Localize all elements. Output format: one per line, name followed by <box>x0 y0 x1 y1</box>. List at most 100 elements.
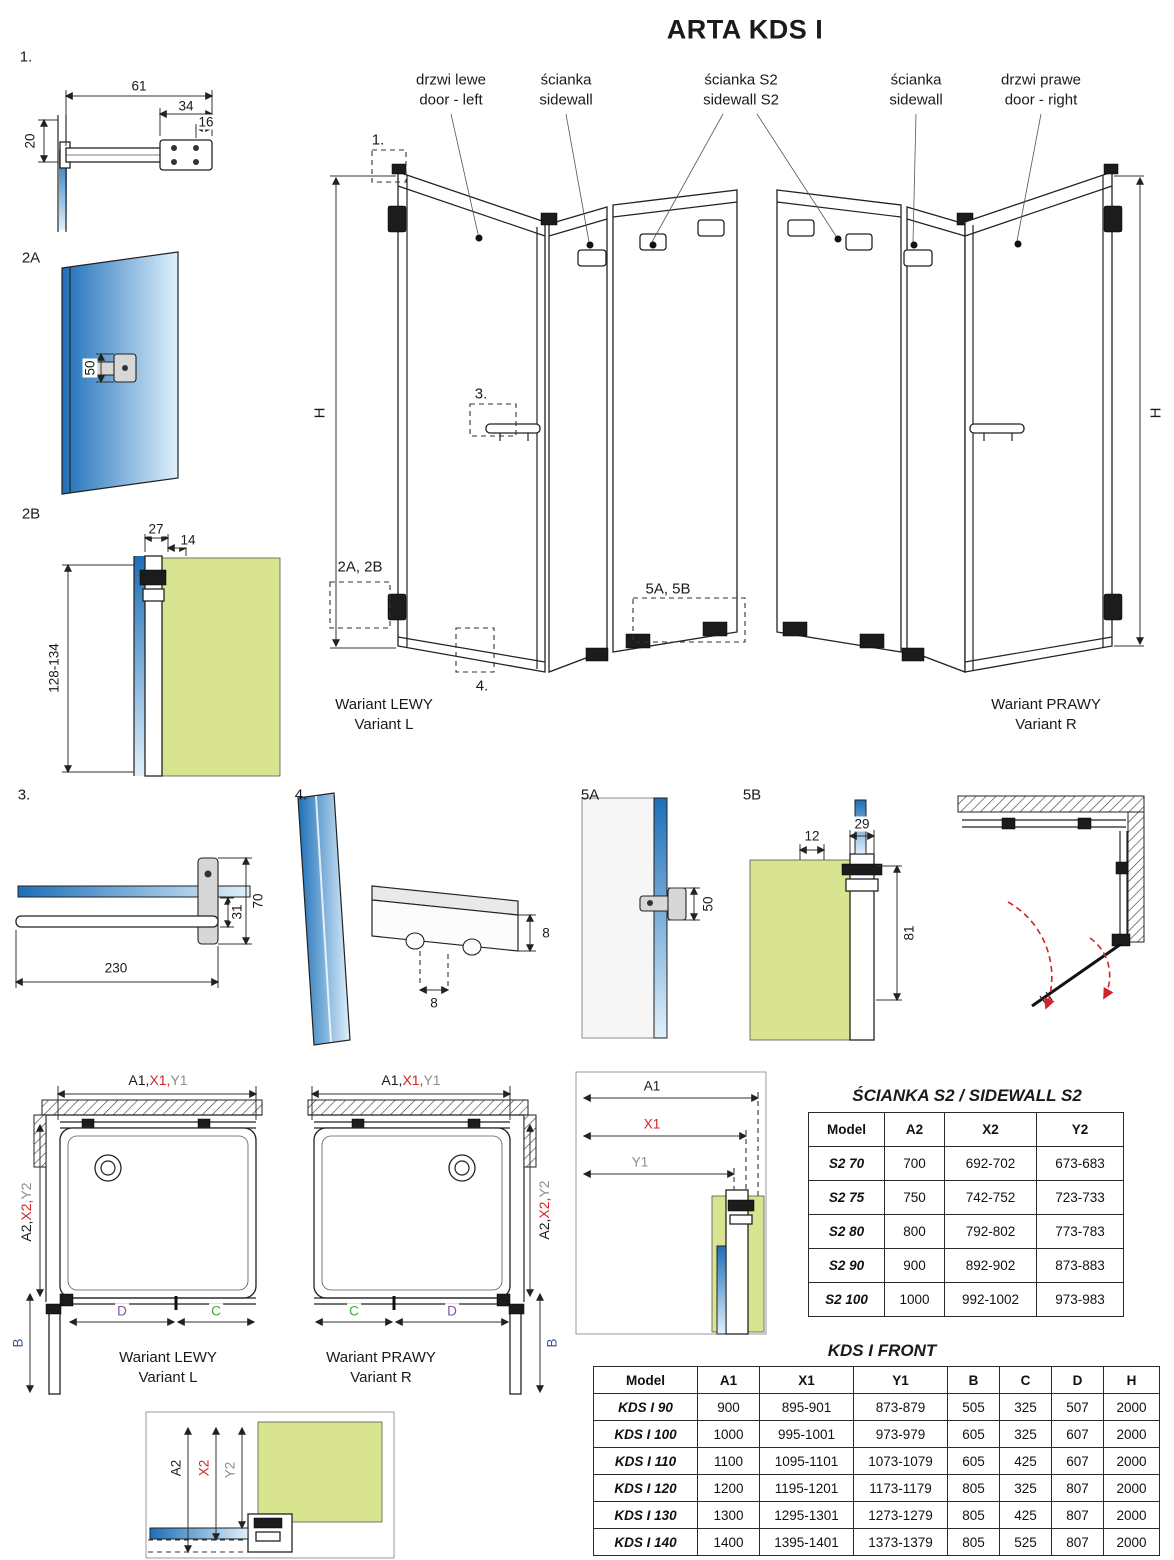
dim-50: 50 <box>82 358 98 378</box>
value-cell: 2000 <box>1103 1447 1160 1475</box>
value-cell: 873-883 <box>1036 1248 1124 1283</box>
value-cell: 873-879 <box>853 1393 948 1421</box>
value-cell: 1095-1101 <box>759 1447 854 1475</box>
value-cell: 1000 <box>884 1282 945 1317</box>
detail-4-label: 4. <box>294 786 308 804</box>
wall <box>161 557 281 777</box>
dim-8-h: 8 <box>428 995 440 1011</box>
col-header-b: B <box>947 1366 1000 1394</box>
value-cell: 1273-1279 <box>853 1501 948 1529</box>
label-y2: Y2 <box>222 1459 238 1481</box>
dim-16: 16 <box>196 114 216 130</box>
value-cell: 700 <box>884 1146 945 1181</box>
pivot-bracket <box>1111 933 1131 947</box>
dim-29: 29 <box>852 816 872 832</box>
dim-230: 230 <box>102 960 130 976</box>
value-cell: 805 <box>947 1528 1000 1556</box>
corner-bracket <box>540 212 558 226</box>
wall-bracket <box>1103 163 1119 175</box>
shower-tray <box>59 1127 257 1299</box>
door-handle <box>969 423 1025 434</box>
value-cell: 325 <box>999 1420 1052 1448</box>
tray-inner <box>321 1135 503 1291</box>
glass-panel <box>581 797 667 1039</box>
value-cell: 607 <box>1051 1420 1104 1448</box>
s2-panel <box>612 189 738 653</box>
value-cell: 973-979 <box>853 1420 948 1448</box>
hinge <box>387 205 407 233</box>
hinge <box>45 1303 62 1315</box>
value-cell: 1100 <box>697 1447 760 1475</box>
detail-5a-label: 5A <box>580 786 600 804</box>
dim-50-5a: 50 <box>700 894 716 914</box>
clamp <box>702 621 728 637</box>
detail-1-drawing <box>38 90 214 232</box>
value-cell: 1295-1301 <box>759 1501 854 1529</box>
value-cell: 800 <box>884 1214 945 1249</box>
clamp-plate <box>729 1214 753 1225</box>
model-cell: KDS I 130 <box>593 1501 698 1529</box>
clamp <box>787 219 815 237</box>
dim-70: 70 <box>250 891 266 911</box>
value-cell: 900 <box>884 1248 945 1283</box>
value-cell: 2000 <box>1103 1528 1160 1556</box>
value-cell: 2000 <box>1103 1420 1160 1448</box>
open-door <box>48 1309 61 1395</box>
clamp <box>585 647 609 662</box>
col-header-y2: Y2 <box>1036 1112 1124 1147</box>
value-cell: 973-983 <box>1036 1282 1124 1317</box>
model-cell: S2 75 <box>808 1180 885 1215</box>
dim-d-left: D <box>115 1303 129 1319</box>
detail-4-drawing <box>297 792 536 1046</box>
col-header-a1: A1 <box>697 1366 760 1394</box>
dim-c-right: C <box>347 1303 361 1319</box>
value-cell: 505 <box>947 1393 1000 1421</box>
clamp <box>903 249 933 267</box>
open-door <box>509 1309 522 1395</box>
clamp <box>1115 861 1129 875</box>
sidewall-panel <box>906 206 966 673</box>
detail-5b-drawing <box>749 799 902 1041</box>
col-header-d: D <box>1051 1366 1104 1394</box>
dim-b-right: B <box>544 1336 560 1350</box>
label-a2: A2 <box>168 1457 184 1479</box>
pivot-bracket <box>59 1293 74 1307</box>
s2-table-title: ŚCIANKA S2 / SIDEWALL S2 <box>852 1086 1082 1105</box>
open-door <box>1031 942 1122 1008</box>
col-header-a2: A2 <box>884 1112 945 1147</box>
model-cell: S2 90 <box>808 1248 885 1283</box>
dim-b-left: B <box>10 1336 26 1350</box>
tray-inner <box>67 1135 249 1291</box>
col-header-c: C <box>999 1366 1052 1394</box>
pivot-bracket <box>496 1293 511 1307</box>
clamp <box>1077 817 1092 830</box>
value-cell: 605 <box>947 1420 1000 1448</box>
shower-tray <box>313 1127 511 1299</box>
col-header-model: Model <box>808 1112 885 1147</box>
detail-3-drawing <box>14 856 252 988</box>
dim-d-right: D <box>445 1303 459 1319</box>
col-header-x1: X1 <box>759 1366 854 1394</box>
value-cell: 1400 <box>697 1528 760 1556</box>
wall-hatch <box>41 1099 263 1116</box>
hinge <box>387 593 407 621</box>
dim-14: 14 <box>178 532 198 548</box>
value-cell: 1173-1179 <box>853 1474 948 1502</box>
clamp-plate <box>255 1531 281 1542</box>
door-swing-plan <box>957 795 1145 1010</box>
axis-label-side-left: A2,X2,Y2 <box>18 1182 34 1242</box>
value-cell: 692-702 <box>944 1146 1037 1181</box>
detail-2b-label: 2B <box>21 505 41 523</box>
detail-2a-drawing <box>61 251 179 495</box>
